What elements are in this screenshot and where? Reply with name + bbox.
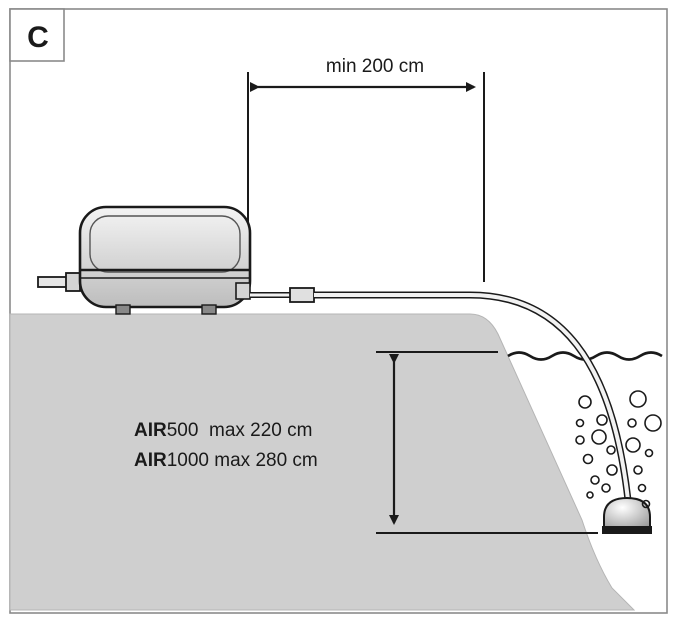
spec-air500: AIR500 max 220 cm <box>134 416 318 446</box>
depth-spec-list: AIR500 max 220 cm AIR1000 max 280 cm <box>134 416 318 476</box>
air-pump-icon <box>37 205 252 315</box>
panel-label: C <box>27 21 49 54</box>
bubbles-icon <box>575 390 662 509</box>
spec-model: AIR <box>134 420 167 441</box>
spec-model: AIR <box>134 450 167 471</box>
spec-value: 500 max 220 cm <box>166 420 313 441</box>
ground-section <box>9 313 636 611</box>
air-hose-icon <box>250 287 632 501</box>
spec-air1000: AIR1000 max 280 cm <box>134 446 318 476</box>
distance-label: min 200 cm <box>325 56 425 77</box>
spec-value: 1000 max 280 cm <box>166 450 318 471</box>
air-stone-icon <box>602 496 652 534</box>
panel-label-box <box>9 8 65 62</box>
